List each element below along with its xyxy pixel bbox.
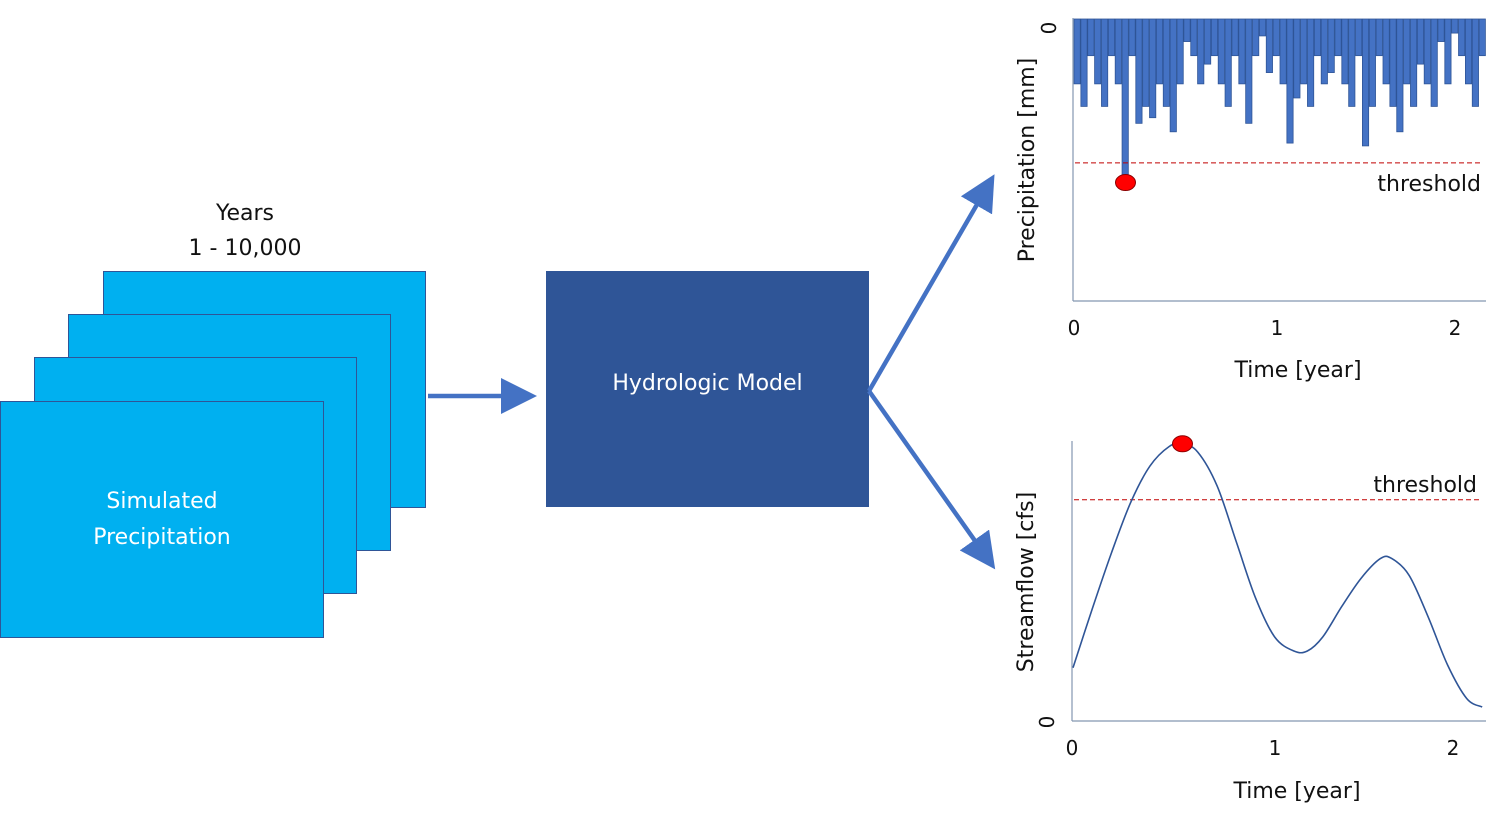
precip-bar	[1375, 18, 1383, 57]
precip-bar	[1341, 18, 1349, 85]
label-line-1: Simulated	[106, 489, 218, 514]
years-range: 1 - 10,000	[188, 236, 302, 261]
precip-bar	[1169, 18, 1177, 133]
precip-y-axis-label: Precipitation [mm]	[1015, 58, 1040, 263]
precip-bar	[1368, 18, 1376, 107]
hydrologic-model-box: Hydrologic Model	[546, 271, 869, 507]
precip-bar	[1197, 18, 1205, 85]
precip-bar	[1362, 18, 1370, 147]
precip-bar	[1300, 18, 1308, 85]
precip-bar	[1080, 18, 1088, 107]
precip-x-tick-2: 2	[1449, 316, 1462, 340]
precip-layer-1: Simulated Precipitation	[0, 401, 324, 638]
precip-bar	[1410, 18, 1418, 107]
precip-bar	[1471, 18, 1479, 107]
precip-bar	[1355, 18, 1363, 57]
label-line-2: Precipitation	[93, 525, 231, 550]
precip-bar	[1430, 18, 1438, 107]
precip-bar	[1334, 18, 1342, 57]
precip-bar	[1204, 18, 1212, 65]
precip-bars	[1073, 18, 1486, 183]
precip-x-tick-0: 0	[1068, 316, 1081, 340]
precip-bar	[1348, 18, 1356, 107]
precip-bar	[1252, 18, 1260, 57]
precip-bar	[1176, 18, 1184, 85]
precip-bar	[1265, 18, 1273, 73]
precip-chart: threshold 0 0 1 2 Time [year] Precipitat…	[1015, 18, 1486, 383]
precip-bar	[1451, 18, 1459, 34]
precip-bar	[1293, 18, 1301, 99]
years-label: Years	[215, 201, 275, 226]
precip-bar	[1073, 18, 1081, 85]
precip-bar	[1259, 18, 1267, 37]
precip-bar	[1382, 18, 1390, 85]
arrow-model-to-precip	[867, 174, 995, 393]
precip-bar	[1210, 18, 1219, 57]
precip-bar	[1416, 18, 1425, 65]
precip-bar	[1128, 18, 1136, 57]
precip-bar	[1162, 18, 1170, 107]
precip-bar	[1465, 18, 1473, 85]
streamflow-threshold-label: threshold	[1373, 473, 1477, 498]
precip-bar	[1458, 18, 1466, 57]
streamflow-peak-marker	[1171, 435, 1193, 453]
streamflow-x-tick-0: 0	[1066, 736, 1079, 760]
streamflow-x-tick-1: 1	[1269, 736, 1282, 760]
precip-bar	[1217, 18, 1225, 85]
precip-bar	[1279, 18, 1287, 85]
precip-bar	[1142, 18, 1150, 107]
precip-bar	[1224, 18, 1232, 107]
precip-threshold-label: threshold	[1377, 172, 1481, 197]
precip-bar	[1231, 18, 1239, 57]
precip-bar	[1190, 18, 1198, 57]
precip-bar	[1478, 18, 1486, 57]
precip-bar	[1403, 18, 1411, 85]
streamflow-y-axis-label: Streamflow [cfs]	[1014, 492, 1039, 672]
simulated-precip-label: Simulated Precipitation	[1, 484, 323, 556]
precip-bar	[1094, 18, 1102, 85]
precip-bar	[1238, 18, 1246, 85]
precip-bar	[1307, 18, 1315, 107]
precip-bar	[1327, 18, 1335, 73]
precip-bar	[1245, 18, 1253, 124]
precip-bar	[1156, 18, 1164, 85]
precip-bar	[1423, 18, 1431, 85]
years-range-label: Years 1 - 10,000	[160, 196, 330, 266]
streamflow-y-tick-0: 0	[1035, 716, 1059, 729]
precip-bar	[1135, 18, 1143, 124]
precip-bar	[1272, 18, 1280, 57]
hydrologic-model-label: Hydrologic Model	[612, 371, 803, 396]
arrow-model-to-streamflow	[867, 389, 996, 570]
precip-bar	[1101, 18, 1109, 107]
precip-bar	[1183, 18, 1191, 42]
precip-bar	[1320, 18, 1328, 85]
precip-bar	[1149, 18, 1157, 119]
precip-bar	[1444, 18, 1452, 85]
precip-exceedance-marker	[1115, 174, 1136, 192]
precip-bar	[1087, 18, 1095, 57]
streamflow-line	[1072, 442, 1483, 708]
streamflow-x-tick-2: 2	[1447, 736, 1460, 760]
precip-bar	[1437, 18, 1445, 42]
streamflow-chart: threshold 0 0 1 2 Time [year] Streamflow…	[1014, 435, 1486, 804]
precip-y-tick-0: 0	[1037, 22, 1061, 35]
precip-bar	[1389, 18, 1397, 107]
streamflow-x-axis-label: Time [year]	[1232, 779, 1360, 804]
precip-bar	[1396, 18, 1404, 133]
precip-bar	[1286, 18, 1294, 144]
precip-bar	[1121, 18, 1129, 183]
precip-bar	[1107, 18, 1116, 57]
precip-x-axis-label: Time [year]	[1233, 358, 1361, 383]
precip-bar	[1313, 18, 1322, 57]
precip-bar	[1114, 18, 1122, 85]
precip-x-tick-1: 1	[1271, 316, 1284, 340]
